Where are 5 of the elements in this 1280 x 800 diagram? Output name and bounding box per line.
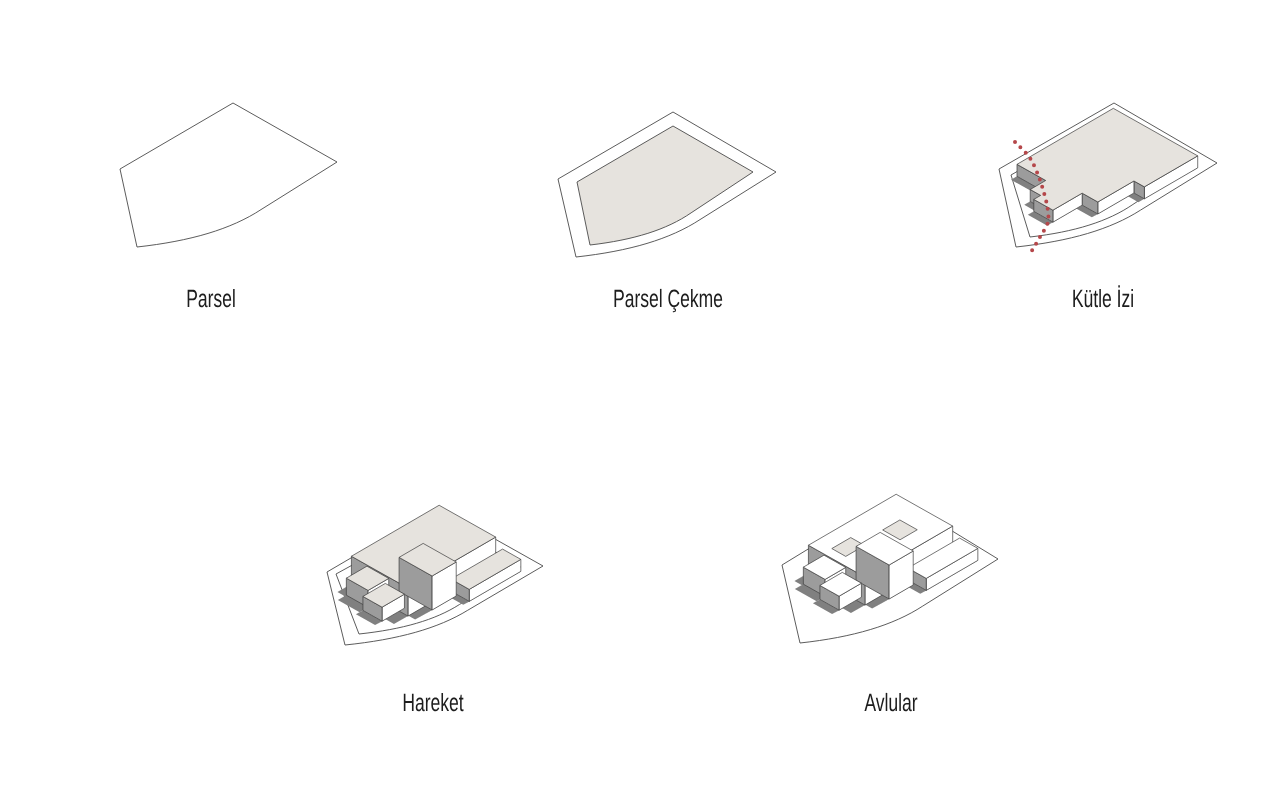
caption: Parsel — [187, 288, 235, 308]
caption: Avlular — [864, 692, 918, 712]
caption: Kütle İzi — [1073, 285, 1133, 308]
caption: Hareket — [403, 692, 464, 712]
caption: Parsel Çekme — [614, 288, 723, 313]
